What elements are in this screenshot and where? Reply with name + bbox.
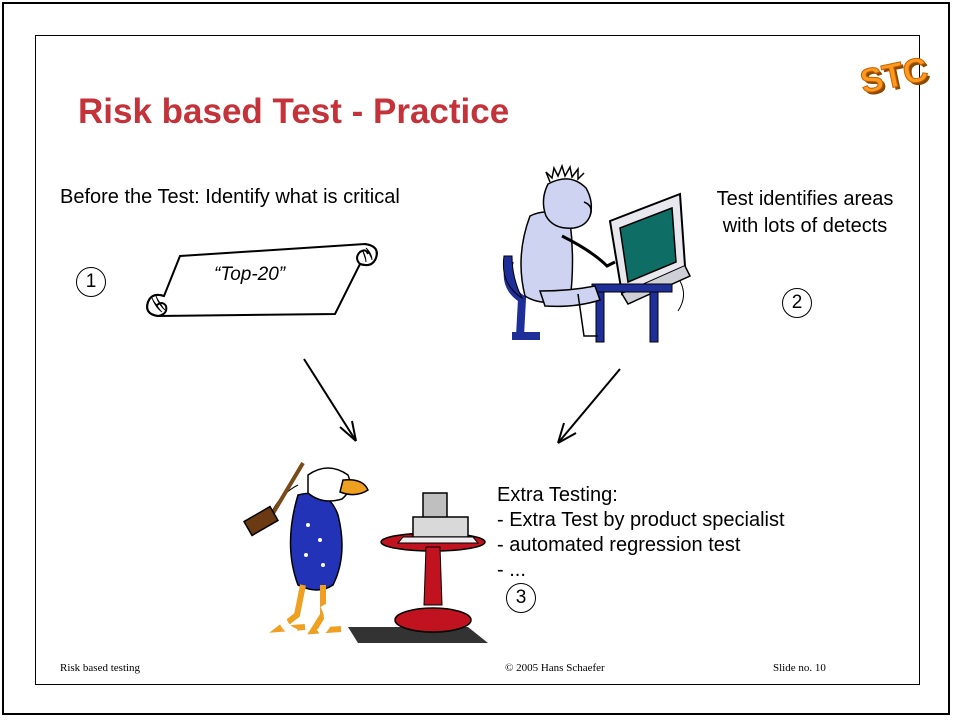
step-number-1: 1 [76, 267, 106, 297]
extra-testing-item: - automated regression test [497, 534, 741, 556]
step-number-2: 2 [782, 288, 812, 318]
test-identifies-text: Test identifies areas with lots of detec… [716, 188, 894, 237]
footer-slide-number: Slide no. 10 [773, 662, 826, 674]
extra-testing-item: - Extra Test by product specialist [497, 509, 785, 531]
scroll-illustration [146, 242, 378, 318]
duck-with-hammer-illustration [242, 461, 488, 643]
scroll-label: “Top-20” [214, 264, 286, 285]
arrow-left-to-center [303, 358, 357, 442]
footer-left: Risk based testing [60, 662, 141, 674]
slide-title: Risk based Test - Practice [78, 92, 510, 131]
extra-testing-heading: Extra Testing: [497, 484, 618, 506]
extra-testing-block: Extra Testing: - Extra Test by product s… [497, 483, 785, 583]
logo-text: STC [857, 50, 931, 101]
stc-logo: STC STC [856, 50, 933, 104]
arrow-right-to-center [557, 368, 621, 444]
extra-testing-trailing: - ... [497, 559, 526, 581]
person-at-computer-illustration [502, 163, 692, 343]
slide-inner-frame [35, 35, 920, 685]
step-number-3: 3 [506, 583, 536, 613]
before-test-heading: Before the Test: Identify what is critic… [60, 186, 400, 208]
footer-copyright: © 2005 Hans Schaefer [505, 662, 605, 674]
